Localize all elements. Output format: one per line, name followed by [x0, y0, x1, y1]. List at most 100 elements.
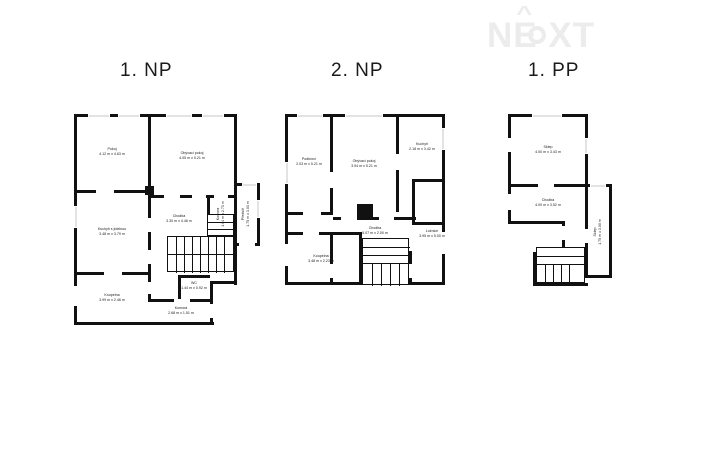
wall-left [508, 114, 512, 224]
window-glass [119, 114, 139, 117]
wall-div-pokoj-obyvaci [148, 114, 152, 190]
wall-chodba-bottom [508, 220, 565, 224]
wall-div-podkrovi [330, 114, 334, 212]
door-opening [330, 264, 334, 278]
wall-right-upper [233, 114, 237, 186]
room-label: Koupelna 3.48 m x 2.23 m [308, 253, 334, 263]
door-opening [164, 194, 180, 199]
window-opening [507, 194, 512, 210]
room-label: WC 1.44 m x 0.92 m [181, 280, 207, 290]
wall-chodba-top-mid [333, 217, 399, 221]
window-glass [167, 114, 191, 117]
circumflex-accent-icon: E [513, 16, 537, 55]
door-opening [96, 189, 114, 194]
staircase-upper-run [207, 214, 235, 236]
window-glass [442, 129, 445, 149]
wall-right-lower [233, 242, 237, 285]
door-opening [174, 298, 190, 303]
room-label: Podkroví 2.03 m x 5.21 m [296, 156, 322, 166]
wall-lower-right-top [210, 281, 237, 285]
floorplan-1pp: Sklep 4.00 m x 3.43 m Chodba 4.00 m x 3.… [507, 113, 612, 288]
door-opening [330, 172, 334, 188]
window-glass [585, 139, 588, 153]
chimney-block [357, 204, 373, 218]
wall-div-kuchyn-chodba [148, 190, 152, 275]
door-opening [104, 271, 122, 276]
floorplan-1np: Pokoj 4.12 m x 4.63 m Obývací pokoj 4.05… [73, 113, 260, 330]
wall-right-mid [233, 195, 237, 246]
door-opening [538, 183, 554, 188]
room-label: Předsíň 1.75 m x 3.03 m [240, 201, 250, 227]
wall-wc-left [178, 275, 182, 300]
wall-wing-bottom [584, 274, 612, 278]
floor-title-1pp: 1. PP [528, 60, 580, 81]
window-opening [73, 286, 78, 306]
door-opening [379, 216, 394, 221]
staircase [362, 238, 410, 286]
wall-bottom-left [74, 321, 214, 325]
wall-koupelna-top-right [330, 232, 362, 236]
wall-right-lower [441, 178, 445, 285]
room-label: Chodba 4.00 m x 3.52 m [535, 197, 561, 207]
window-glass [346, 114, 382, 117]
room-label: Kuchyň s jídelnou 3.48 m x 3.79 m [97, 226, 127, 236]
wall-komora-right [210, 281, 214, 325]
wall-chodba-top-right [399, 217, 416, 221]
floorplan-2np: Podkroví 2.03 m x 5.21 m Obývací pokoj 3… [284, 113, 460, 288]
window-opening [441, 232, 446, 254]
wall-bottom-komora [148, 321, 213, 325]
door-opening [148, 282, 152, 294]
room-label: Sklep 1.75 m x 3.00 m [592, 219, 602, 245]
door-opening [214, 194, 228, 199]
floor-title-1np: 1. NP [120, 60, 173, 81]
door-leaf [591, 184, 605, 187]
door-opening [303, 231, 319, 236]
door-opening [341, 216, 357, 221]
room-label: Koupelna 3.99 m x 2.46 m [99, 292, 125, 302]
wall-wing-right [608, 184, 612, 278]
logo-ring-icon [528, 26, 546, 44]
door-opening [210, 304, 214, 318]
wall-kuchyn-bottom [412, 178, 445, 182]
window-glass [89, 114, 109, 117]
wall-koupelna-far-right [359, 232, 363, 285]
floor-title-2np: 2. NP [331, 60, 384, 81]
door-opening [148, 218, 152, 232]
room-label: Sklep 4.00 m x 3.43 m [535, 144, 561, 154]
room-label: Obývací pokoj 3.94 m x 5.21 m [351, 158, 377, 168]
door-opening [409, 264, 413, 278]
wall-stair-left [533, 251, 537, 286]
window-opening [507, 138, 512, 152]
room-label: Komora 2.68 m x 1.51 m [168, 305, 194, 315]
window-glass [257, 201, 259, 217]
wall-stair-bottom [533, 282, 588, 286]
wall-loznice-left-step [412, 178, 416, 225]
room-label: Ložnice 3.95 m x 5.00 m [419, 228, 445, 238]
window-opening [284, 244, 289, 266]
window-glass [203, 114, 223, 117]
door-opening [239, 242, 255, 247]
wall-loznice-top [412, 221, 445, 225]
wall-wc-top [178, 275, 210, 279]
door-leaf [243, 183, 256, 186]
door-opening [303, 211, 321, 216]
wall-koupelna-right [330, 232, 334, 285]
room-label: Chodba 3.30 m x 4.46 m [166, 213, 192, 223]
room-label: Komora 1.04 m x 2.73 m [215, 201, 225, 227]
door-opening [562, 226, 566, 240]
room-label: Chodba 5.07 m x 2.00 m [362, 225, 388, 235]
wall-top [74, 114, 237, 118]
room-label: Pokoj 4.12 m x 4.63 m [99, 146, 125, 156]
window-glass [533, 114, 561, 117]
next-logo-watermark: NE XT [487, 16, 595, 56]
door-opening [148, 250, 152, 264]
window-glass [74, 207, 77, 227]
window-glass [298, 114, 322, 117]
door-opening [584, 229, 589, 243]
window-glass [285, 163, 288, 183]
door-opening [396, 154, 400, 170]
room-label: Kuchyň 2.18 m x 3.42 m [409, 141, 435, 151]
door-opening [192, 194, 206, 199]
room-label: Obývací pokoj 4.05 m x 5.21 m [179, 150, 205, 160]
staircase [167, 236, 235, 273]
